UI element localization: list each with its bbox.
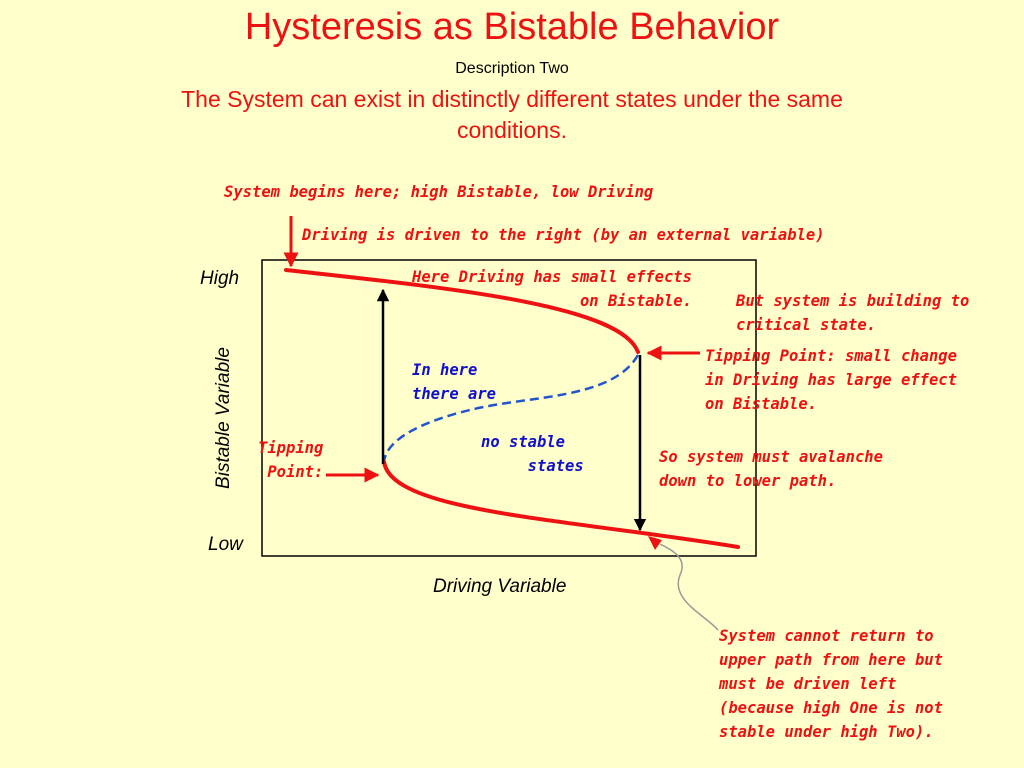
note-small-effects: Here Driving has small effects on Bistab… bbox=[412, 268, 692, 310]
note-start: System begins here; high Bistable, low D… bbox=[224, 183, 654, 201]
upper-stable-path bbox=[284, 268, 640, 354]
note-driven: Driving is driven to the right (by an ex… bbox=[302, 226, 825, 244]
note-building: But system is building to critical state… bbox=[736, 292, 970, 334]
unstable-path bbox=[382, 354, 640, 463]
note-tipping-lower: Tipping Point: bbox=[258, 439, 324, 481]
y-axis-label-text: Bistable Variable bbox=[213, 347, 234, 489]
callout-line bbox=[659, 543, 719, 631]
callout-arrowhead-icon bbox=[648, 536, 662, 550]
plot-frame bbox=[261, 259, 757, 557]
note-cannot-return: System cannot return to upper path from … bbox=[719, 627, 943, 741]
note-tipping-upper: Tipping Point: small change in Driving h… bbox=[705, 347, 957, 413]
y-high-label: High bbox=[200, 268, 240, 289]
x-axis-label: Driving Variable bbox=[433, 576, 567, 597]
slide-title: Hysteresis as Bistable Behavior bbox=[244, 6, 780, 48]
slide-lead: The System can exist in distinctly diffe… bbox=[181, 86, 843, 143]
slide-subtitle: Description Two bbox=[455, 60, 569, 77]
note-in-here: In here there are bbox=[412, 361, 496, 403]
note-no-stable: no stable states bbox=[481, 433, 584, 475]
lower-stable-path bbox=[382, 460, 740, 549]
note-avalanche: So system must avalanche down to lower p… bbox=[659, 448, 883, 490]
y-low-label: Low bbox=[208, 534, 243, 555]
